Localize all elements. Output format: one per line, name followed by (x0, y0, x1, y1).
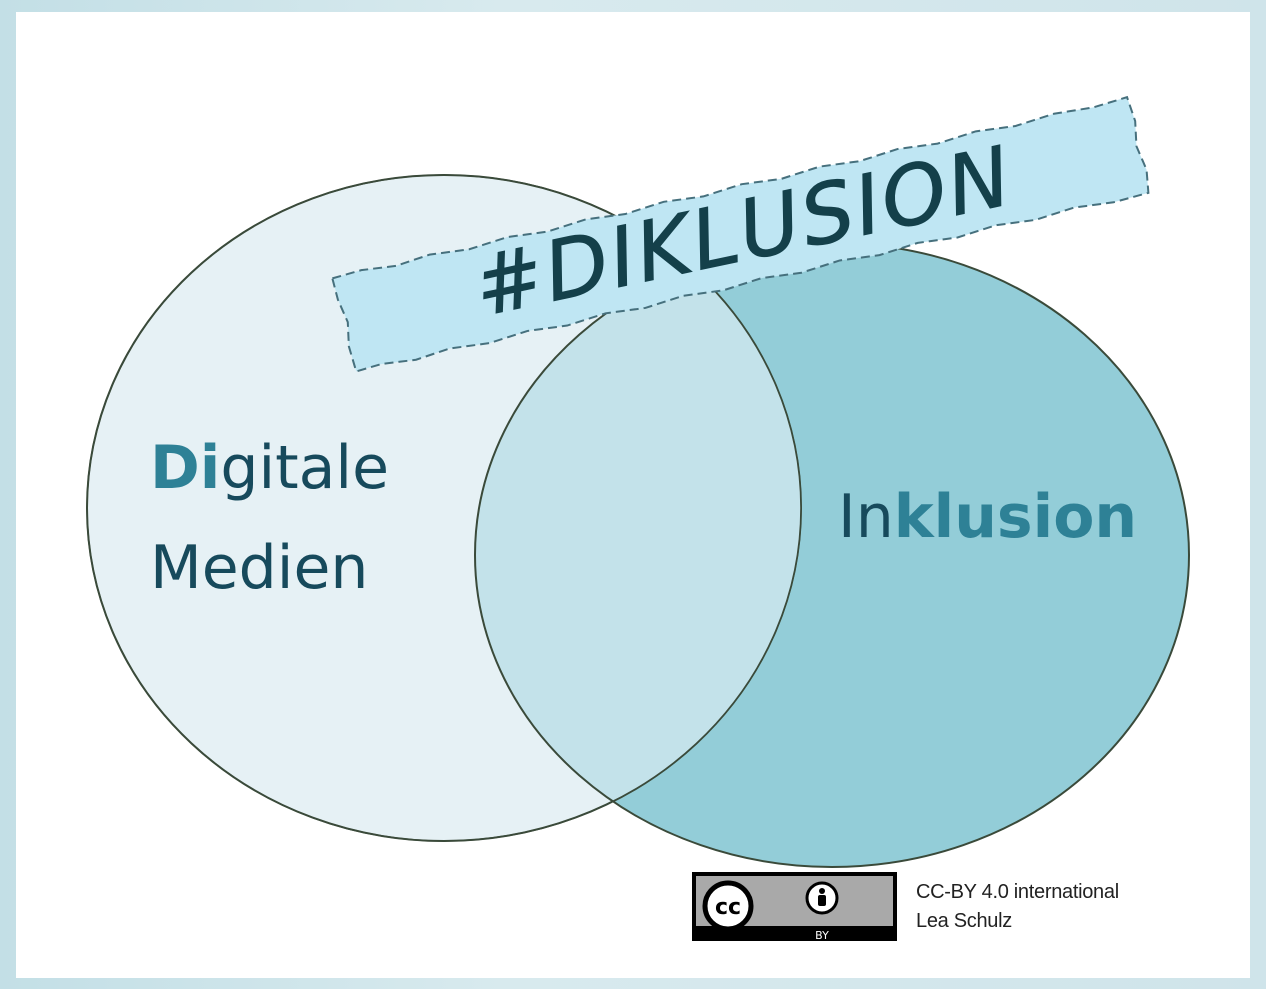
by-badge-text: BY (815, 929, 829, 942)
person-icon-head (819, 888, 825, 894)
right-label-prefix: In (838, 482, 894, 552)
author-line: Lea Schulz (916, 910, 1012, 932)
left-label-line2: Medien (150, 533, 368, 603)
person-icon-body (818, 895, 826, 906)
cc-by-badge: cc BY (692, 872, 897, 942)
right-label: Inklusion (838, 482, 1137, 552)
license-credit: CC-BY 4.0 international Lea Schulz (916, 878, 1119, 936)
left-label-initial: Di (150, 433, 220, 503)
left-label-rest: gitale (220, 433, 389, 503)
cc-icon (702, 880, 754, 932)
license-line: CC-BY 4.0 international (916, 881, 1119, 903)
cc-icon-text: cc (715, 895, 741, 920)
left-label-line1: Digitale (150, 433, 389, 503)
left-circle-outline (86, 174, 802, 842)
right-label-highlight: klusion (894, 482, 1137, 552)
overlap-region (474, 242, 801, 841)
